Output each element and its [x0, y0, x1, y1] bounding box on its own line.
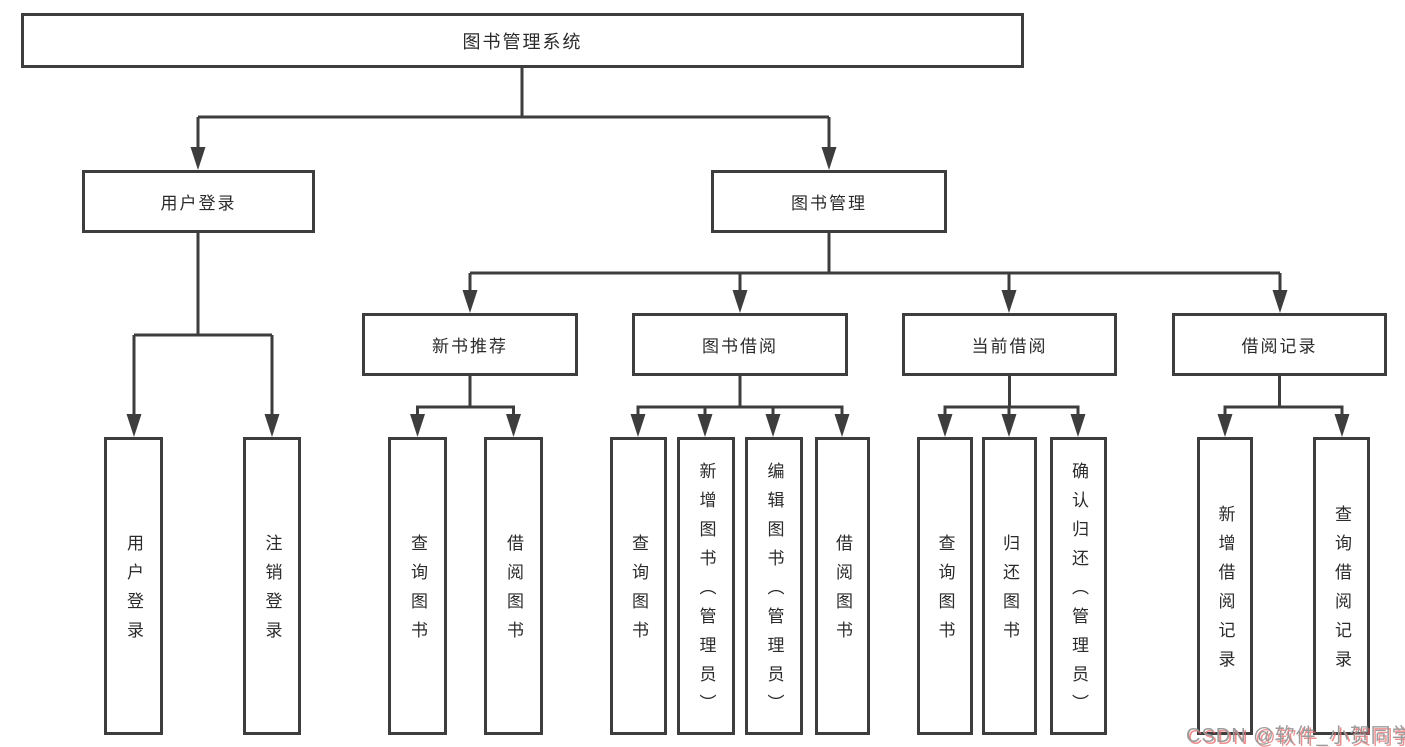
- leaf-borrow-books-recommend-label: 借阅图书: [504, 534, 523, 650]
- node-book-borrowing: 图书借阅: [632, 313, 848, 376]
- node-library-system-label: 图书管理系统: [462, 31, 583, 52]
- leaf-add-borrow-record: 新增借阅记录: [1197, 437, 1253, 735]
- node-book-borrowing-label: 图书借阅: [702, 337, 778, 356]
- node-new-book-recommend: 新书推荐: [362, 313, 578, 376]
- leaf-edit-book-admin: 编辑图书（管理员）: [745, 437, 803, 735]
- leaf-logout-label: 注销登录: [262, 534, 282, 650]
- leaf-add-book-admin: 新增图书（管理员）: [677, 437, 735, 735]
- leaf-logout: 注销登录: [243, 437, 301, 735]
- leaf-borrow-books: 借阅图书: [815, 437, 870, 735]
- node-library-system: 图书管理系统: [21, 13, 1024, 68]
- node-book-management: 图书管理: [711, 170, 947, 233]
- csdn-watermark: CSDN @软件_小贺同学: [1186, 725, 1405, 747]
- leaf-user-login-label: 用户登录: [124, 534, 143, 650]
- node-book-management-label: 图书管理: [791, 194, 867, 213]
- leaf-query-books-current: 查询图书: [917, 437, 973, 735]
- leaf-add-borrow-record-label: 新增借阅记录: [1215, 505, 1235, 679]
- leaf-query-borrow-record-label: 查询借阅记录: [1332, 505, 1351, 679]
- leaf-borrow-books-recommend: 借阅图书: [484, 437, 543, 735]
- leaf-borrow-books-label: 借阅图书: [833, 534, 852, 650]
- node-new-book-recommend-label: 新书推荐: [432, 337, 508, 356]
- node-borrowing-records-label: 借阅记录: [1241, 337, 1318, 356]
- node-current-borrowing-label: 当前借阅: [971, 337, 1048, 356]
- leaf-query-books-recommend-label: 查询图书: [408, 534, 427, 650]
- leaf-confirm-return-admin-label: 确认归还（管理员）: [1069, 461, 1088, 723]
- arrowhead-icons: [126, 147, 1350, 437]
- node-current-borrowing: 当前借阅: [902, 313, 1117, 376]
- node-user-login: 用户登录: [82, 170, 315, 233]
- leaf-add-book-admin-label: 新增图书（管理员）: [696, 461, 716, 723]
- leaf-return-book: 归还图书: [982, 437, 1037, 735]
- leaf-query-books-current-label: 查询图书: [935, 534, 955, 650]
- leaf-query-books-recommend: 查询图书: [388, 437, 447, 735]
- node-user-login-label: 用户登录: [160, 194, 237, 213]
- leaf-query-books-borrowing-label: 查询图书: [629, 534, 648, 650]
- leaf-user-login: 用户登录: [104, 437, 163, 735]
- leaf-return-book-label: 归还图书: [1000, 534, 1019, 650]
- leaf-query-borrow-record: 查询借阅记录: [1313, 437, 1370, 735]
- leaf-query-books-borrowing: 查询图书: [610, 437, 667, 735]
- leaf-edit-book-admin-label: 编辑图书（管理员）: [764, 461, 784, 723]
- node-borrowing-records: 借阅记录: [1172, 313, 1387, 376]
- leaf-confirm-return-admin: 确认归还（管理员）: [1050, 437, 1107, 735]
